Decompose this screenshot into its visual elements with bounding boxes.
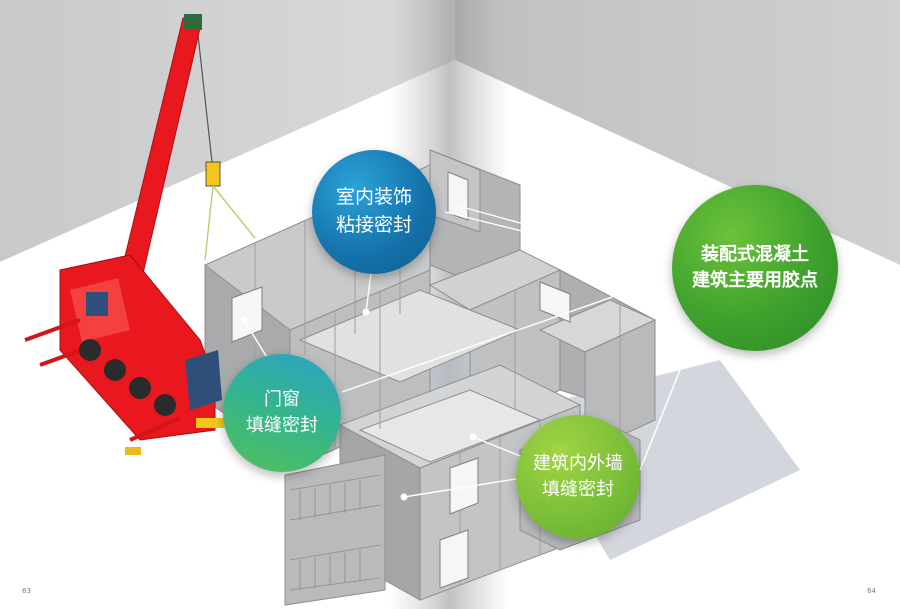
callout-wall-line1: 建筑内外墙: [533, 452, 623, 474]
callout-prefab-concrete: 装配式混凝土 建筑主要用胶点: [672, 185, 838, 351]
balcony-railings: [289, 474, 381, 591]
windows: [231, 171, 571, 589]
callout-wall-line2: 填缝密封: [542, 479, 614, 500]
callout-interior-line2: 粘接密封: [335, 214, 412, 236]
mobile-crane: [24, 14, 256, 455]
callout-interior-line1: 室内装饰: [335, 186, 412, 209]
callout-window-line2: 填缝密封: [246, 415, 318, 436]
callout-prefab-line1: 装配式混凝土: [701, 243, 809, 265]
callout-interior-decoration: 室内装饰 粘接密封: [312, 150, 436, 274]
callout-door-window: 门窗 填缝密封: [223, 354, 341, 472]
page-number-right: 64: [867, 587, 876, 595]
page-number-left: 63: [22, 587, 31, 595]
callout-prefab-line2: 建筑主要用胶点: [692, 270, 818, 291]
callout-window-line1: 门窗: [264, 388, 300, 410]
callout-building-wall: 建筑内外墙 填缝密封: [516, 415, 640, 539]
